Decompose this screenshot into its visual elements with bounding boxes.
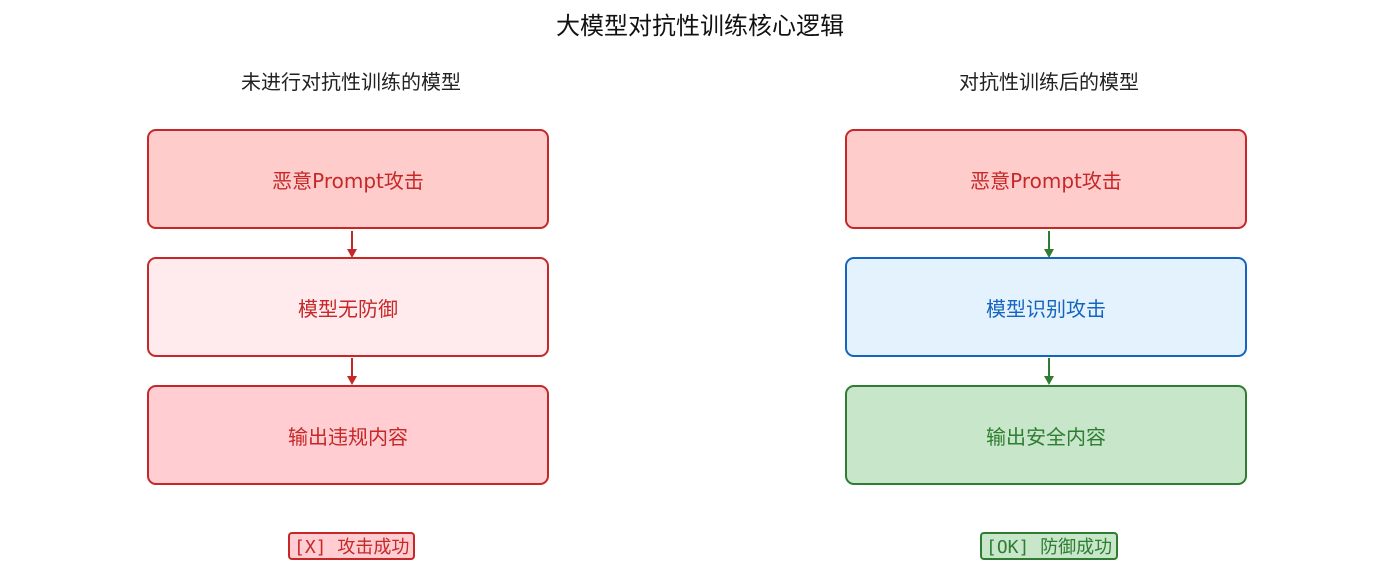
diagram-title: 大模型对抗性训练核心逻辑 bbox=[556, 12, 844, 40]
right-step-safe-output: 输出安全内容 bbox=[845, 385, 1247, 485]
right-arrow-2 bbox=[1044, 358, 1054, 385]
right-column-heading: 对抗性训练后的模型 bbox=[959, 70, 1139, 94]
left-result-badge: [X] 攻击成功 bbox=[288, 532, 416, 560]
left-step-no-defense: 模型无防御 bbox=[147, 257, 549, 357]
left-arrow-1 bbox=[347, 231, 357, 258]
right-step-detect-attack: 模型识别攻击 bbox=[845, 257, 1247, 357]
left-arrow-2 bbox=[347, 358, 357, 385]
right-step-malicious-prompt: 恶意Prompt攻击 bbox=[845, 129, 1247, 229]
left-column-heading: 未进行对抗性训练的模型 bbox=[241, 70, 461, 94]
right-arrow-1 bbox=[1044, 231, 1054, 258]
left-step-violating-output: 输出违规内容 bbox=[147, 385, 549, 485]
left-step-malicious-prompt: 恶意Prompt攻击 bbox=[147, 129, 549, 229]
right-result-badge: [OK] 防御成功 bbox=[980, 532, 1119, 560]
